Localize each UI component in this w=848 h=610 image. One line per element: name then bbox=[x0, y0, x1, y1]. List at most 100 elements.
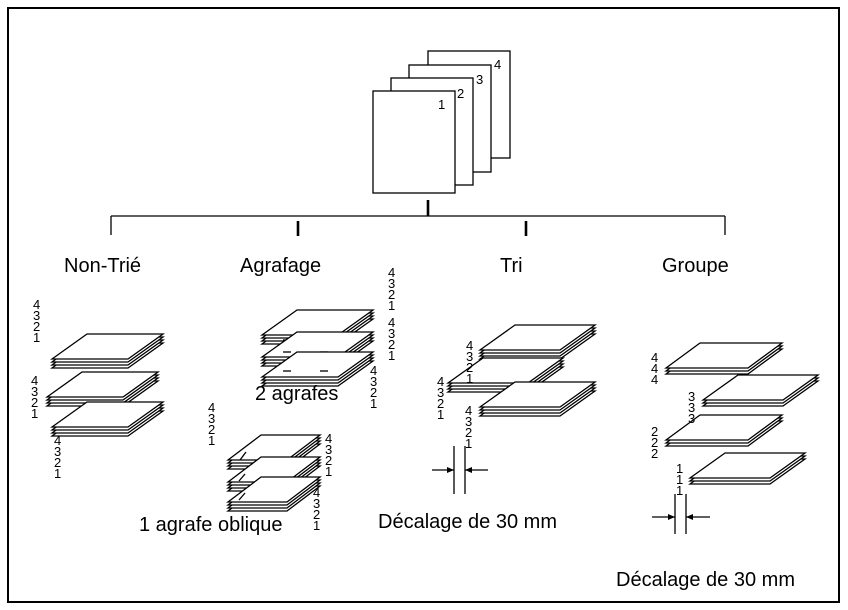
svg-text:1: 1 bbox=[676, 472, 683, 487]
offset-indicator bbox=[432, 446, 488, 494]
svg-text:1: 1 bbox=[676, 461, 683, 476]
svg-text:3: 3 bbox=[313, 496, 320, 511]
svg-text:3: 3 bbox=[208, 411, 215, 426]
digit-column: 4 4 4 bbox=[651, 350, 658, 387]
svg-text:4: 4 bbox=[325, 431, 332, 446]
caption-tri-offset: Décalage de 30 mm bbox=[378, 511, 557, 533]
digit-column: 4 3 2 1 bbox=[388, 265, 395, 313]
svg-text:1: 1 bbox=[465, 436, 472, 451]
oblique-staple-icon bbox=[238, 473, 246, 482]
label-tri: Tri bbox=[500, 255, 523, 277]
sheet-stack bbox=[445, 357, 566, 393]
svg-text:3: 3 bbox=[688, 411, 695, 426]
svg-text:1: 1 bbox=[54, 466, 61, 481]
svg-text:2: 2 bbox=[651, 435, 658, 450]
label-non-trie: Non-Trié bbox=[64, 255, 141, 277]
caption-groupe-offset: Décalage de 30 mm bbox=[616, 569, 795, 591]
digit-column: 4 3 2 1 bbox=[466, 338, 473, 386]
svg-text:4: 4 bbox=[31, 373, 38, 388]
digit-column: 1 1 1 bbox=[676, 461, 683, 498]
digit-column: 3 3 3 bbox=[688, 389, 695, 426]
digit-column: 4 3 2 1 bbox=[208, 400, 215, 448]
svg-text:2: 2 bbox=[370, 385, 377, 400]
tri-stacks: 4 3 2 1 4 3 2 1 4 3 2 1 Décalage de 30 m… bbox=[378, 324, 598, 533]
svg-text:1: 1 bbox=[466, 371, 473, 386]
agrafage-two-staples-stacks: 4 3 2 1 4 3 2 1 4 3 2 1 2 agrafes bbox=[255, 265, 395, 411]
svg-text:3: 3 bbox=[465, 414, 472, 429]
offset-indicator bbox=[652, 494, 710, 534]
oblique-staple-icon bbox=[239, 451, 247, 461]
label-agrafage: Agrafage bbox=[240, 255, 321, 277]
svg-text:4: 4 bbox=[208, 400, 215, 415]
diagram-frame bbox=[7, 7, 840, 603]
sheet-stack bbox=[259, 351, 376, 387]
label-groupe: Groupe bbox=[662, 255, 729, 277]
sheet-stack bbox=[477, 381, 598, 417]
svg-text:1: 1 bbox=[676, 483, 683, 498]
digit-column: 4 3 2 1 bbox=[33, 297, 40, 345]
svg-text:2: 2 bbox=[208, 422, 215, 437]
svg-text:4: 4 bbox=[370, 363, 377, 378]
svg-text:3: 3 bbox=[388, 276, 395, 291]
agrafage-oblique-stacks: 4 3 2 1 4 3 2 1 4 3 2 1 1 agrafe oblique bbox=[139, 400, 332, 536]
svg-text:3: 3 bbox=[33, 308, 40, 323]
svg-text:2: 2 bbox=[465, 425, 472, 440]
svg-text:2: 2 bbox=[31, 395, 38, 410]
caption-2-agrafes: 2 agrafes bbox=[255, 383, 338, 405]
svg-text:2: 2 bbox=[388, 337, 395, 352]
page-number-4: 4 bbox=[494, 57, 501, 72]
digit-column: 4 3 2 1 bbox=[437, 374, 444, 422]
svg-text:1: 1 bbox=[31, 406, 38, 421]
svg-text:3: 3 bbox=[688, 400, 695, 415]
digit-column: 4 3 2 1 bbox=[388, 315, 395, 363]
digit-column: 4 3 2 1 bbox=[31, 373, 38, 421]
svg-text:4: 4 bbox=[33, 297, 40, 312]
svg-text:1: 1 bbox=[313, 518, 320, 533]
sheet-stack bbox=[700, 374, 821, 407]
svg-text:1: 1 bbox=[208, 433, 215, 448]
original-pages: 4 3 2 1 bbox=[372, 50, 511, 194]
svg-text:1: 1 bbox=[325, 464, 332, 479]
svg-text:4: 4 bbox=[313, 485, 320, 500]
sheet-stack bbox=[49, 401, 166, 437]
sheet-stack bbox=[664, 342, 784, 375]
svg-text:2: 2 bbox=[466, 360, 473, 375]
svg-text:3: 3 bbox=[325, 442, 332, 457]
svg-text:2: 2 bbox=[325, 453, 332, 468]
svg-text:3: 3 bbox=[54, 444, 61, 459]
digit-column: 4 3 2 1 bbox=[54, 433, 61, 481]
svg-text:2: 2 bbox=[313, 507, 320, 522]
digit-column: 2 2 2 bbox=[651, 424, 658, 461]
digit-column: 4 3 2 1 bbox=[465, 403, 472, 451]
sheet-stack bbox=[687, 452, 808, 485]
svg-text:4: 4 bbox=[465, 403, 472, 418]
svg-text:2: 2 bbox=[54, 455, 61, 470]
svg-text:1: 1 bbox=[388, 298, 395, 313]
page-number-3: 3 bbox=[476, 72, 483, 87]
svg-text:2: 2 bbox=[33, 319, 40, 334]
svg-text:4: 4 bbox=[651, 361, 658, 376]
svg-text:3: 3 bbox=[688, 389, 695, 404]
svg-text:4: 4 bbox=[388, 315, 395, 330]
page-1 bbox=[372, 90, 456, 194]
svg-text:2: 2 bbox=[651, 424, 658, 439]
digit-column: 4 3 2 1 bbox=[325, 431, 332, 479]
page-number-2: 2 bbox=[457, 86, 464, 101]
tree-connector bbox=[110, 200, 726, 236]
svg-text:2: 2 bbox=[437, 396, 444, 411]
svg-text:2: 2 bbox=[651, 446, 658, 461]
svg-text:4: 4 bbox=[388, 265, 395, 280]
svg-text:3: 3 bbox=[31, 384, 38, 399]
svg-text:4: 4 bbox=[651, 372, 658, 387]
oblique-staple-icon bbox=[238, 492, 246, 501]
digit-column: 4 3 2 1 bbox=[370, 363, 377, 411]
svg-text:3: 3 bbox=[388, 326, 395, 341]
sheet-stack bbox=[664, 414, 784, 447]
caption-1-agrafe-oblique: 1 agrafe oblique bbox=[139, 514, 282, 536]
sheet-stack bbox=[477, 324, 598, 360]
groupe-stacks: 4 4 4 3 3 3 2 2 2 1 1 1 Décalage de 30 m… bbox=[616, 342, 821, 591]
sheet-stack bbox=[44, 371, 161, 407]
svg-text:3: 3 bbox=[466, 349, 473, 364]
svg-text:3: 3 bbox=[437, 385, 444, 400]
